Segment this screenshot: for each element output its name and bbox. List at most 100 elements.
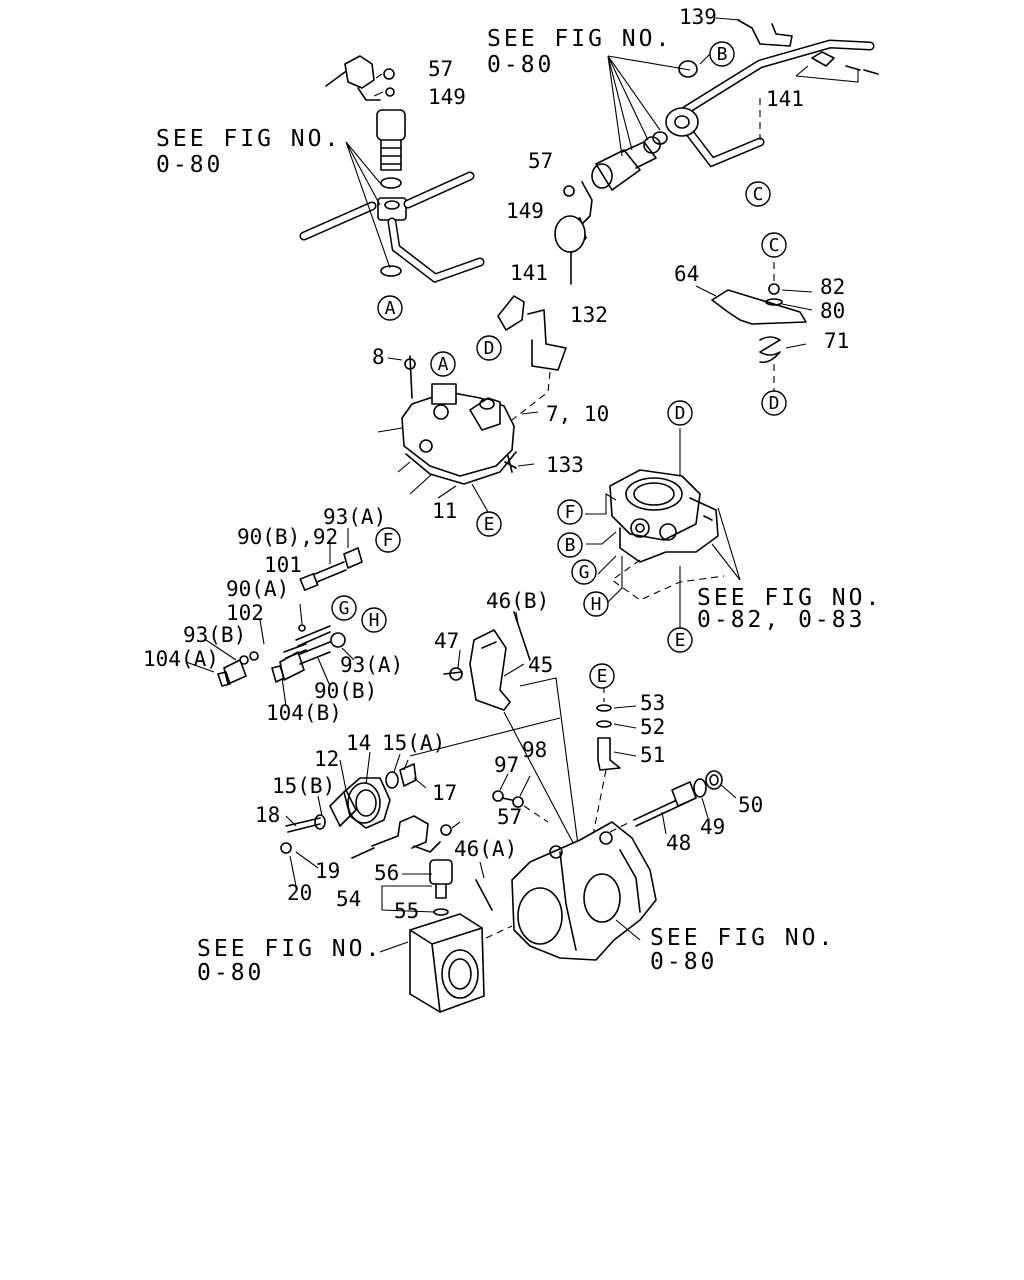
reference-figure: 0-80 bbox=[487, 52, 554, 78]
part-number: 51 bbox=[640, 743, 665, 767]
reference-line: SEE FIG NO. bbox=[197, 936, 382, 962]
callout-circle bbox=[331, 595, 357, 621]
part-number: 7, 10 bbox=[546, 402, 609, 426]
part-number: 57 bbox=[428, 57, 453, 81]
throttle-body bbox=[585, 428, 741, 636]
part-number: 11 bbox=[432, 499, 457, 523]
reference-figure: 0-82, 0-83 bbox=[697, 607, 865, 633]
part-number: 46(A) bbox=[454, 837, 517, 861]
callout-circle bbox=[476, 335, 502, 361]
reference-line: SEE FIG NO. bbox=[487, 26, 672, 52]
part-number: 14 bbox=[346, 731, 371, 755]
callout-letter: B bbox=[565, 535, 576, 556]
callout-letter: B bbox=[717, 44, 728, 65]
part-number: 46(B) bbox=[486, 589, 549, 613]
part-number: 93(A) bbox=[323, 505, 386, 529]
part-number: 50 bbox=[738, 793, 763, 817]
part-number: 57 bbox=[528, 149, 553, 173]
part-number: 90(A) bbox=[226, 577, 289, 601]
callout-circle bbox=[761, 232, 787, 258]
part-number: 19 bbox=[315, 859, 340, 883]
part-number: 8 bbox=[372, 345, 385, 369]
part-number: 101 bbox=[264, 553, 302, 577]
linkage-assembly bbox=[443, 611, 581, 861]
reference-figure: 0-80 bbox=[156, 152, 223, 178]
shaft-assembly bbox=[609, 770, 737, 835]
callout-letter: E bbox=[597, 666, 608, 687]
part-number: 141 bbox=[766, 87, 804, 111]
part-number: 104(B) bbox=[266, 701, 342, 725]
callout-circle bbox=[375, 527, 401, 553]
part-number: 49 bbox=[700, 815, 725, 839]
part-number: 97 bbox=[494, 753, 519, 777]
callout-circle bbox=[589, 663, 615, 689]
part-number: 55 bbox=[394, 899, 419, 923]
part-number: 98 bbox=[522, 738, 547, 762]
callout-letter: A bbox=[385, 298, 396, 319]
callout-circle bbox=[583, 591, 609, 617]
part-number: 12 bbox=[314, 747, 339, 771]
pin-assembly bbox=[591, 686, 637, 841]
main-pump-housing bbox=[485, 821, 657, 961]
part-number: 149 bbox=[428, 85, 466, 109]
part-number: 139 bbox=[679, 5, 717, 29]
end-cover bbox=[379, 913, 485, 1013]
part-number: 93(B) bbox=[183, 623, 246, 647]
part-number: 54 bbox=[336, 887, 361, 911]
reference-note-top-right: SEE FIG NO. 0-80 bbox=[487, 26, 672, 78]
callout-letter: H bbox=[591, 594, 602, 615]
reference-line: SEE FIG NO. bbox=[697, 585, 882, 611]
callout-circle bbox=[430, 351, 456, 377]
callout-circle bbox=[476, 511, 502, 537]
reference-note-middle: SEE FIG NO. 0-82, 0-83 bbox=[697, 585, 882, 633]
part-number: 17 bbox=[432, 781, 457, 805]
callout-circle bbox=[745, 181, 771, 207]
part-number: 48 bbox=[666, 831, 691, 855]
callout-circle bbox=[667, 627, 693, 653]
part-number: 90(B),92 bbox=[237, 525, 338, 549]
reference-note-top-left: SEE FIG NO. 0-80 bbox=[156, 126, 341, 178]
part-number: 141 bbox=[510, 261, 548, 285]
callout-letter: E bbox=[675, 630, 686, 651]
screw-97-98 bbox=[492, 773, 549, 823]
part-number: 133 bbox=[546, 453, 584, 477]
part-number: 52 bbox=[640, 715, 665, 739]
callout-letter: D bbox=[484, 338, 495, 359]
callout-letter: F bbox=[565, 502, 576, 523]
governor-housing bbox=[377, 355, 539, 513]
reference-note-bottom-right: SEE FIG NO. 0-80 bbox=[650, 925, 835, 975]
part-number: 53 bbox=[640, 691, 665, 715]
part-number: 80 bbox=[820, 299, 845, 323]
reference-note-bottom-left: SEE FIG NO. 0-80 bbox=[197, 936, 382, 986]
callout-letter: D bbox=[675, 403, 686, 424]
reference-line: SEE FIG NO. bbox=[650, 925, 835, 951]
part-number: 104(A) bbox=[143, 647, 219, 671]
part-number: 57 bbox=[497, 805, 522, 829]
callout-circle bbox=[709, 41, 735, 67]
callout-letter: E bbox=[484, 514, 495, 535]
part-number: 15(B) bbox=[272, 774, 335, 798]
part-number: 149 bbox=[506, 199, 544, 223]
reference-line: SEE FIG NO. bbox=[156, 126, 341, 152]
clip-assembly bbox=[497, 295, 567, 421]
callout-circle bbox=[377, 295, 403, 321]
part-number: 90(B) bbox=[314, 679, 377, 703]
part-number: 56 bbox=[374, 861, 399, 885]
part-number: 102 bbox=[226, 601, 264, 625]
callout-letter: F bbox=[383, 530, 394, 551]
callout-letter: A bbox=[438, 354, 449, 375]
part-number: 47 bbox=[434, 629, 459, 653]
callout-circle bbox=[571, 559, 597, 585]
callout-circle bbox=[361, 607, 387, 633]
part-number: 71 bbox=[824, 329, 849, 353]
bracket-tube-assembly-right bbox=[554, 17, 879, 285]
callout-circle bbox=[667, 400, 693, 426]
adjust-screws bbox=[185, 528, 363, 707]
callout-letter: D bbox=[769, 393, 780, 414]
part-number: 132 bbox=[570, 303, 608, 327]
part-number: 15(A) bbox=[382, 731, 445, 755]
part-number: 45 bbox=[528, 653, 553, 677]
part-number: 82 bbox=[820, 275, 845, 299]
